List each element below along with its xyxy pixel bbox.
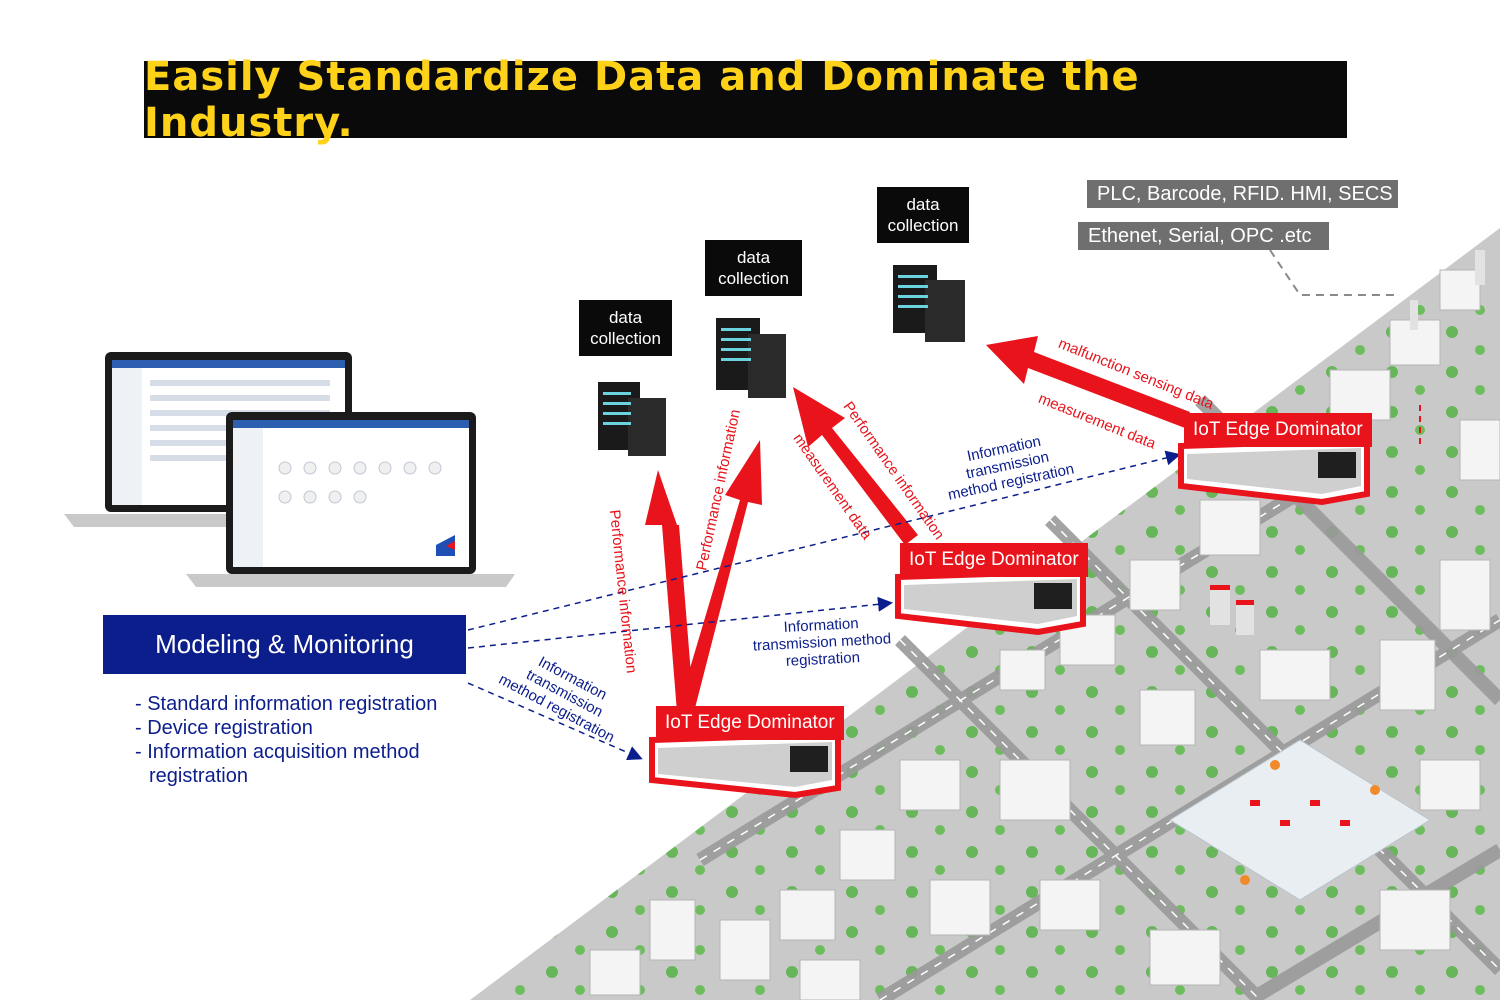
server-icon	[598, 382, 666, 456]
server-icon	[716, 318, 786, 398]
list-item: - Standard information registration	[135, 693, 438, 715]
modeling-monitoring-title: Modeling & Monitoring	[155, 629, 414, 659]
iot-edge-label-1: IoT Edge Dominator	[656, 706, 844, 740]
title-banner: Easily Standardize Data and Dominate the…	[144, 54, 1347, 146]
protocol-guide-line	[1269, 249, 1400, 296]
protocol-tag-networks: Ethenet, Serial, OPC .etc	[1078, 222, 1329, 250]
red-data-arrows	[645, 336, 1190, 712]
server-icon	[893, 265, 965, 342]
laptop-icon	[186, 412, 515, 587]
edge-device-icon	[1178, 436, 1370, 506]
edge-device-icon	[649, 730, 841, 799]
flow-label-info-2: Information transmission method registra…	[752, 615, 892, 670]
iot-edge-label-2: IoT Edge Dominator	[900, 543, 1088, 577]
list-item: - Information acquisition method registr…	[135, 741, 420, 787]
data-collection-label-2: data collection	[705, 240, 802, 296]
page-title: Easily Standardize Data and Dominate the…	[144, 53, 1140, 146]
iot-edge-label-3: IoT Edge Dominator	[1184, 413, 1372, 447]
navy-registration-arrows	[467, 450, 1181, 761]
edge-device-icon	[895, 567, 1086, 636]
modeling-feature-list: - Standard information registration - De…	[135, 692, 495, 788]
data-collection-label-1: data collection	[579, 300, 672, 356]
data-collection-label-3: data collection	[877, 187, 969, 243]
protocol-tag-devices: PLC, Barcode, RFID. HMI, SECS	[1087, 180, 1398, 208]
modeling-monitoring-box: Modeling & Monitoring	[103, 615, 466, 674]
list-item: - Device registration	[135, 717, 313, 739]
